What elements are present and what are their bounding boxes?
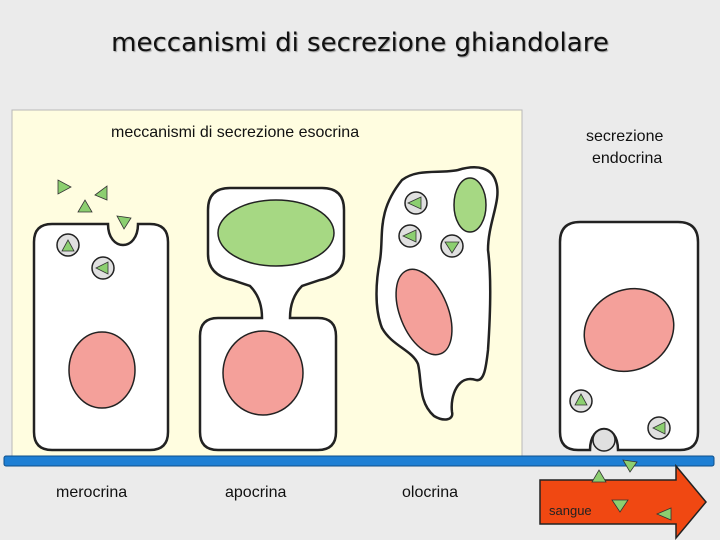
holocrine-label: olocrina (402, 484, 459, 501)
merocrine-cell (32, 179, 170, 452)
secretion-granule (611, 499, 629, 513)
secretion-granule (622, 459, 638, 473)
secretion-granule (77, 199, 93, 213)
holocrine-nucleus (395, 268, 453, 356)
secretion-granule (574, 393, 588, 406)
secretion-granule (94, 185, 108, 201)
apocrine-label: apocrina (225, 484, 287, 501)
endocrine-vesicle (592, 428, 616, 452)
secretion-granule (61, 239, 75, 252)
secretion-granule (116, 215, 132, 230)
secretion-granule (402, 229, 417, 243)
apocrine-secretion (217, 199, 335, 267)
secretion-granule (591, 469, 607, 483)
merocrine-label: merocrina (56, 484, 128, 501)
endocrine-cell (558, 220, 700, 452)
apocrine-nucleus (222, 330, 304, 416)
secretion-granule (407, 196, 422, 210)
merocrine-nucleus (68, 331, 136, 409)
secretion-granule (444, 241, 460, 254)
page-title: meccanismi di secrezione ghiandolare (111, 28, 609, 58)
endocrine-label-line1: secrezione (586, 128, 664, 145)
holocrine-secretion (453, 177, 487, 233)
basement-membrane (3, 455, 715, 467)
holocrine-cell (375, 166, 499, 421)
endocrine-label-line2: endocrina (592, 150, 663, 167)
exocrine-panel-label: meccanismi di secrezione esocrina (111, 124, 360, 141)
secretion-granule (652, 421, 666, 435)
endocrine-nucleus (583, 287, 675, 373)
blood-label: sangue (549, 503, 592, 518)
secretion-granule (655, 507, 672, 521)
apocrine-cell (198, 186, 346, 452)
secretion-granule (57, 179, 72, 195)
secretion-granule (95, 261, 109, 275)
